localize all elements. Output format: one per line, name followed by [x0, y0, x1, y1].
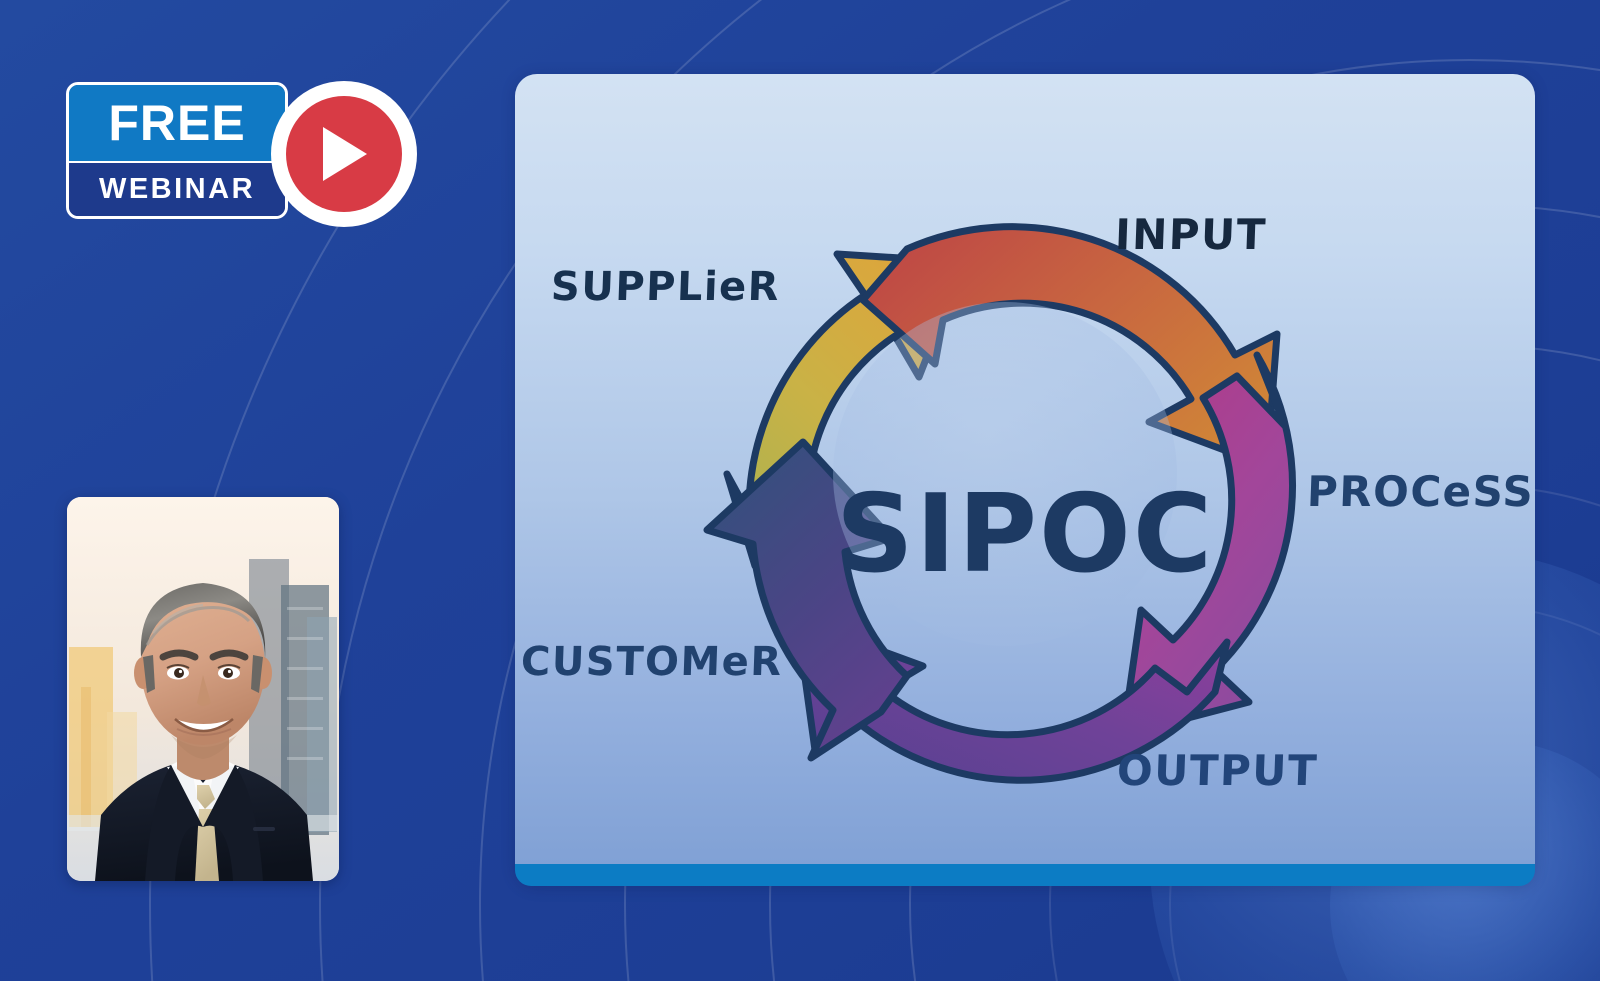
label-input: INPUT — [1114, 210, 1268, 259]
play-button-disc — [286, 96, 402, 212]
play-button[interactable] — [271, 81, 417, 227]
speaker-headshot — [67, 497, 339, 881]
label-supplier: SUPPLieR — [550, 264, 781, 310]
play-triangle-icon — [323, 127, 367, 181]
badge-free-label: FREE — [108, 94, 246, 151]
label-customer: CUSTOMeR — [520, 639, 784, 685]
badge-free-band: FREE — [69, 85, 285, 163]
headshot-photo — [67, 497, 339, 881]
label-output: OUTPUT — [1116, 746, 1319, 795]
free-webinar-badge[interactable]: FREE WEBINAR — [66, 82, 288, 219]
badge-outline: FREE WEBINAR — [66, 82, 288, 219]
sipoc-card: SIPOC SUPPLieR INPUT PROCeSS OUTPUT CUST… — [515, 74, 1535, 886]
label-process: PROCeSS — [1306, 467, 1535, 516]
badge-webinar-label: WEBINAR — [98, 172, 256, 205]
diagram-inner-disc — [833, 302, 1177, 646]
card-bottom-accent-bar — [515, 864, 1535, 886]
sipoc-cycle-diagram — [703, 223, 1296, 784]
badge-webinar-band: WEBINAR — [69, 162, 285, 216]
